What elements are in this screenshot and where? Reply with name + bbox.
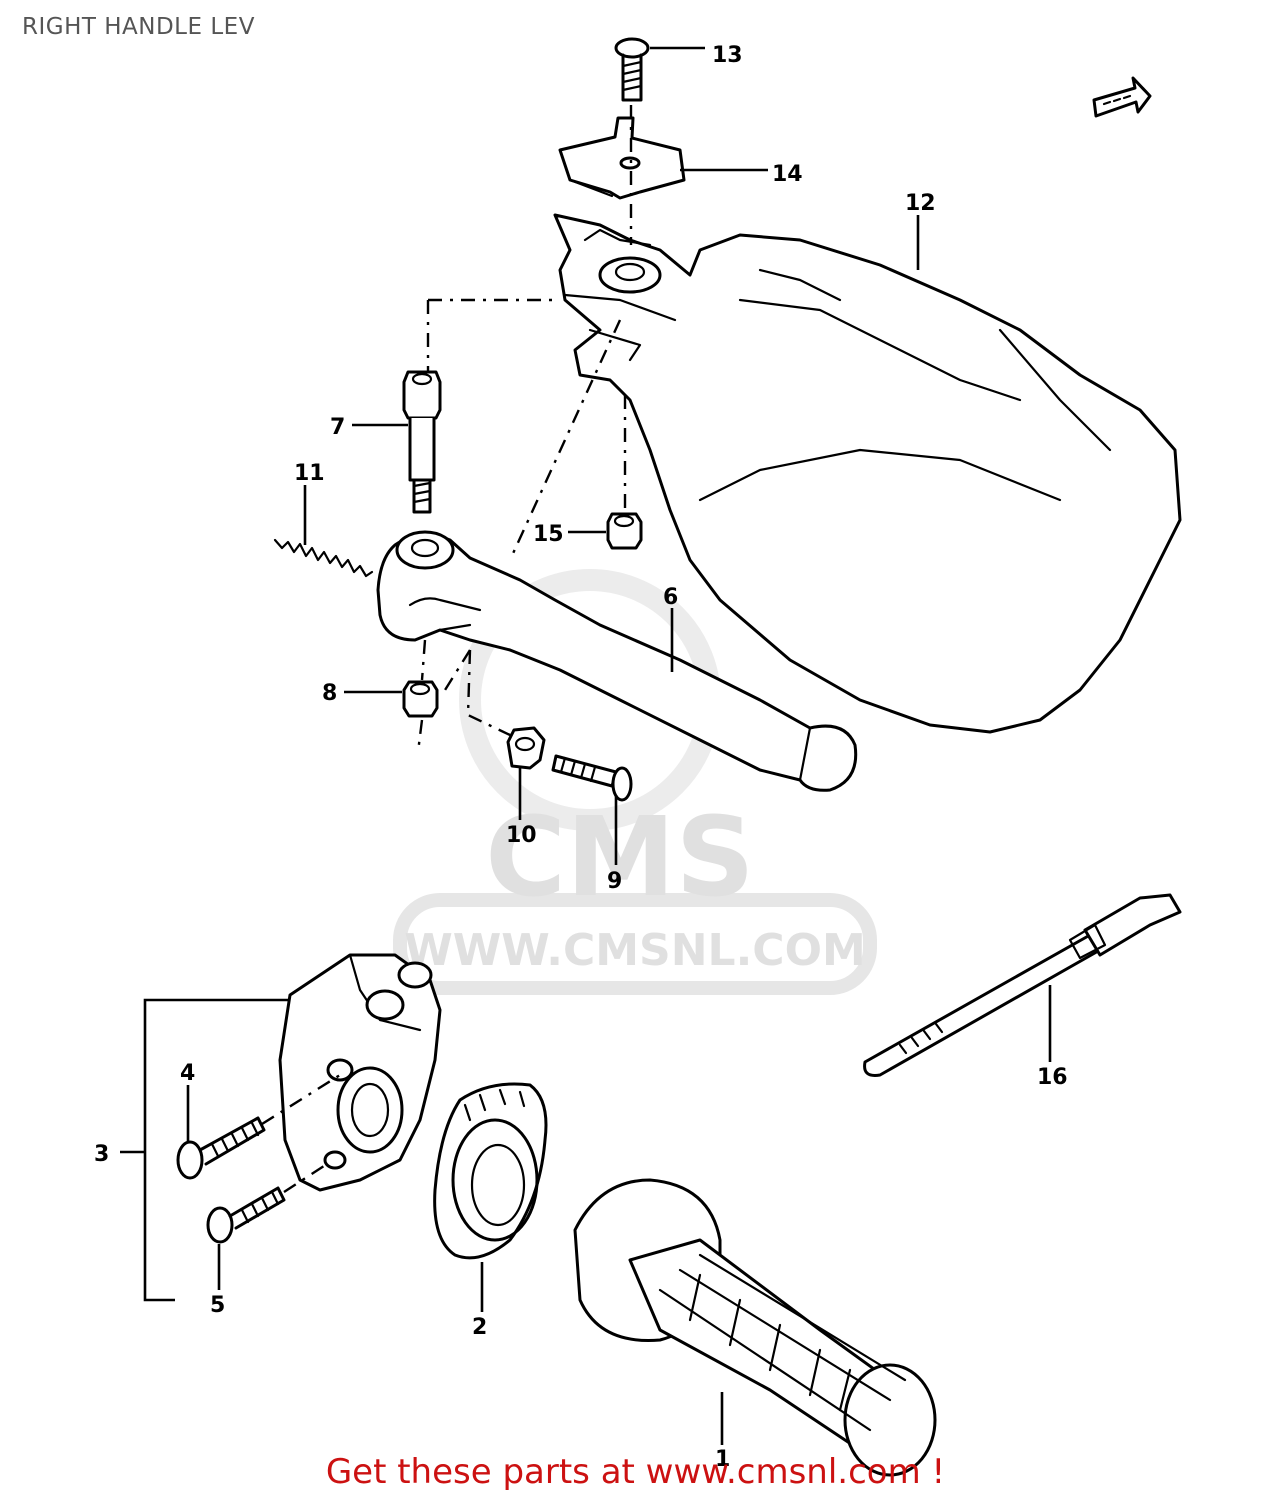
callout-12: 12 [905,191,936,216]
part-15-nut [606,512,643,550]
callout-14: 14 [772,162,803,187]
footer-link-text[interactable]: Get these parts at www.cmsnl.com ! [325,1452,946,1492]
part-12-hand-guard [553,213,1182,734]
assembly-center-lines [261,105,633,1194]
callout-8: 8 [322,681,337,706]
watermark: CMS WWW.CMSNL.COM [393,569,877,995]
callout-9: 9 [607,869,622,894]
callout-2: 2 [472,1315,487,1340]
callout-5: 5 [210,1293,225,1318]
bracket-3 [143,998,288,1302]
watermark-brand: CMS [485,793,754,921]
watermark-url: WWW.CMSNL.COM [404,925,866,976]
callout-7: 7 [330,415,345,440]
part-6-lever [376,530,858,792]
part-5-screw [206,1186,286,1244]
callout-1: 1 [715,1447,730,1472]
part-10-nut [506,726,546,770]
callout-6: 6 [663,585,678,610]
callout-11: 11 [294,461,325,486]
part-1-grip [573,1178,937,1477]
part-13-screw [614,37,650,102]
part-11-spring [273,538,374,578]
callout-labels: 13 14 12 7 11 15 6 8 10 9 16 4 3 5 2 1 [94,43,1068,1472]
callout-16: 16 [1037,1065,1068,1090]
callout-3: 3 [94,1142,109,1167]
callout-10: 10 [506,823,537,848]
callout-13: 13 [712,43,743,68]
callout-4: 4 [180,1061,195,1086]
page-title: RIGHT HANDLE LEV [22,14,255,40]
part-3-switch-housing [278,953,442,1192]
part-14-clamp [558,116,686,200]
part-7-bolt [402,370,442,514]
callout-15: 15 [533,522,564,547]
part-16-cable-tie [863,893,1182,1077]
leader-lines [120,46,1052,1445]
front-arrow-icon [1092,76,1152,118]
part-8-nut [402,680,439,718]
part-2-throttle-pulley [433,1082,548,1260]
part-4-screw [176,1116,266,1180]
part-9-screw [551,754,633,802]
